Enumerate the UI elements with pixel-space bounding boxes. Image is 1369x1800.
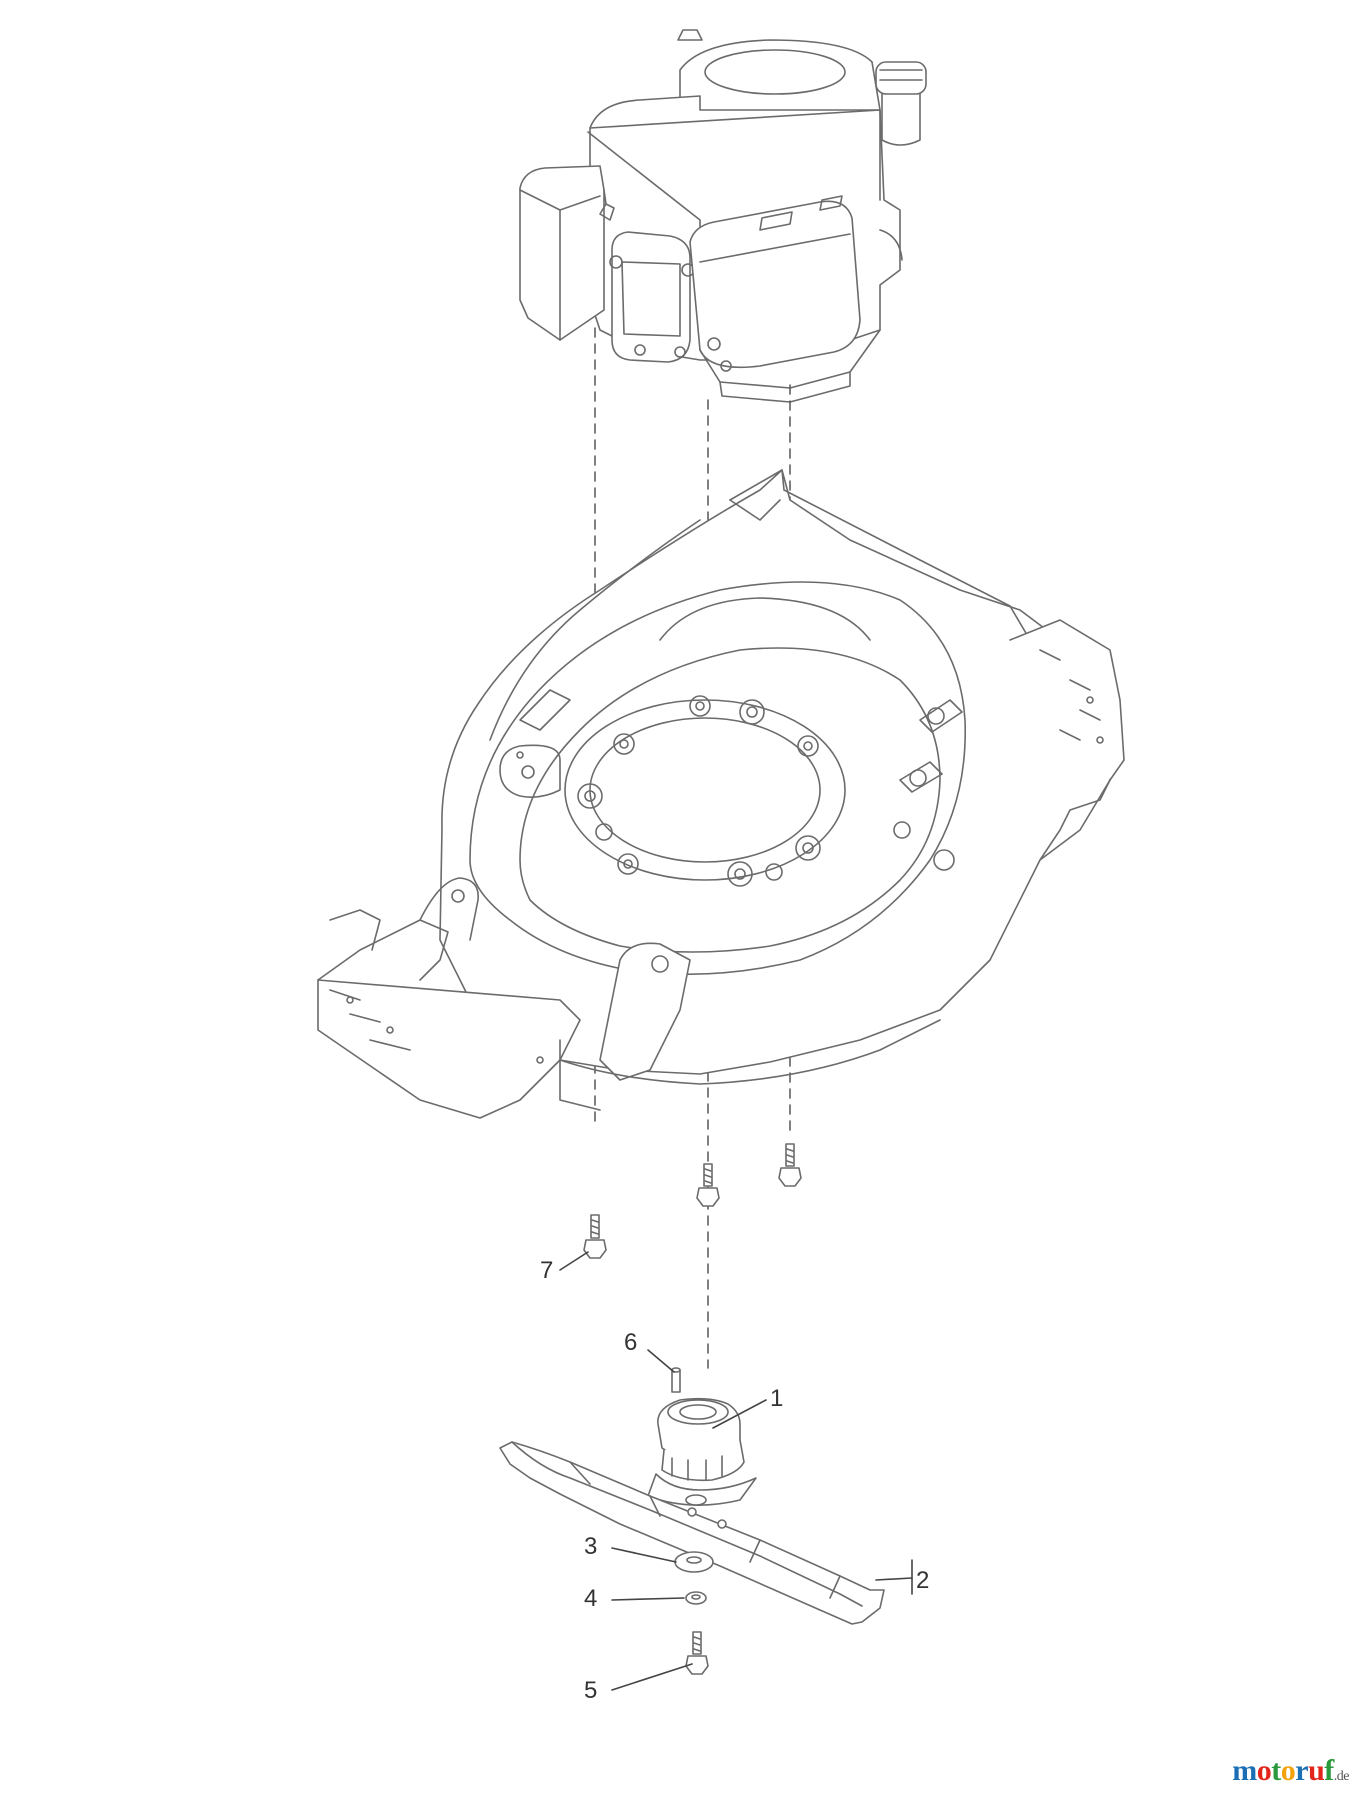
callout-5: 5 bbox=[584, 1677, 597, 1704]
logo-letter: f bbox=[1324, 1754, 1334, 1787]
motoruf-watermark-logo: motoruf.de bbox=[1232, 1754, 1349, 1788]
mower-deck bbox=[317, 469, 1125, 1119]
logo-letter: o bbox=[1280, 1754, 1296, 1787]
callout-labels: 1 2 3 4 5 6 7 bbox=[540, 1257, 929, 1704]
logo-letter: u bbox=[1308, 1754, 1325, 1787]
logo-letter: r bbox=[1295, 1754, 1309, 1787]
callout-2: 2 bbox=[916, 1567, 929, 1594]
leader-lines bbox=[559, 1251, 913, 1691]
blade-adapter bbox=[647, 1397, 757, 1506]
callout-6: 6 bbox=[624, 1329, 637, 1356]
bolt-center bbox=[696, 1163, 720, 1207]
engine bbox=[519, 29, 927, 403]
blade-bolt bbox=[685, 1631, 709, 1675]
bolt-7-left bbox=[583, 1214, 607, 1259]
callout-1: 1 bbox=[770, 1385, 783, 1412]
lock-washer bbox=[685, 1591, 707, 1605]
deck-bolts bbox=[583, 1143, 802, 1259]
callout-7: 7 bbox=[540, 1257, 553, 1284]
washer bbox=[674, 1551, 714, 1573]
bolt-right bbox=[778, 1143, 802, 1187]
callout-4: 4 bbox=[584, 1585, 597, 1612]
callout-3: 3 bbox=[584, 1533, 597, 1560]
logo-letter: o bbox=[1256, 1754, 1272, 1787]
logo-letter: t bbox=[1271, 1754, 1281, 1787]
key-pin bbox=[671, 1367, 681, 1393]
mower-blade bbox=[499, 1441, 885, 1625]
logo-letter: m bbox=[1232, 1754, 1257, 1787]
logo-suffix: .de bbox=[1333, 1769, 1350, 1784]
